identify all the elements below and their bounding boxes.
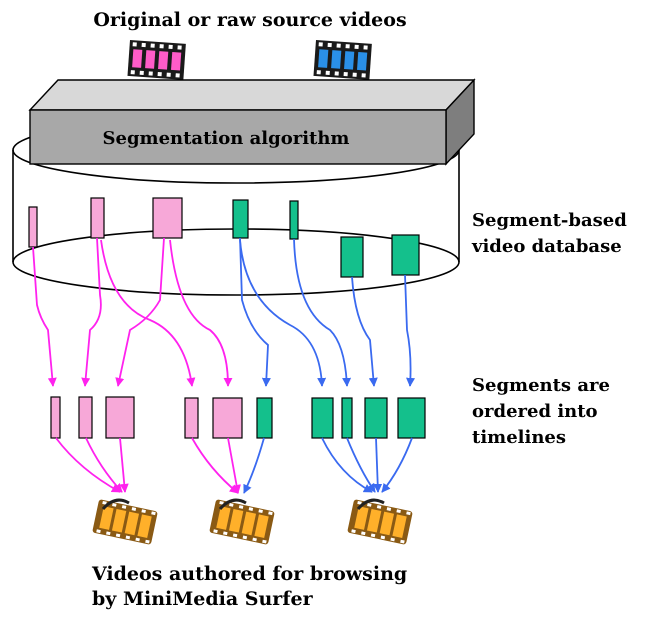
- timeline-label-line1: Segments are: [472, 375, 610, 396]
- bottom-label-line2: by MiniMedia Surfer: [92, 588, 314, 610]
- database-label-line1: Segment-based: [472, 210, 627, 231]
- timeline-segment-pink: [184, 397, 199, 439]
- timeline-segment-green: [397, 397, 426, 439]
- timeline-label-line2: ordered into: [472, 401, 598, 422]
- magenta-arrows-to-videos: [55, 437, 241, 494]
- timeline-segment-green: [364, 397, 388, 439]
- timeline-segment-pink: [50, 396, 61, 439]
- magenta-arrows-to-timeline: [32, 237, 233, 387]
- timeline-segment-pink: [105, 396, 135, 439]
- db-segment-green: [289, 200, 299, 240]
- timeline-segments: [50, 396, 426, 439]
- film-strip-pink-icon: [127, 40, 186, 80]
- database-segments: [28, 197, 420, 278]
- db-segment-green: [340, 236, 364, 278]
- db-segment-pink: [152, 197, 183, 239]
- timeline-label-line3: timelines: [472, 427, 566, 448]
- db-segment-green: [232, 199, 249, 239]
- blue-arrows-to-timeline: [239, 237, 416, 387]
- top-label: Original or raw source videos: [93, 9, 406, 31]
- blue-arrows-to-videos: [243, 437, 413, 494]
- film-strip-blue-icon: [313, 40, 372, 80]
- timeline-segment-green: [341, 397, 353, 439]
- timeline-segment-green: [256, 397, 273, 439]
- segmentation-algorithm-box: [28, 78, 476, 166]
- timeline-segment-green: [311, 397, 334, 439]
- db-segment-pink: [90, 197, 105, 239]
- database-label-line2: video database: [471, 236, 622, 257]
- timeline-segment-pink: [212, 397, 243, 439]
- bottom-label-line1: Videos authored for browsing: [91, 563, 407, 585]
- algorithm-label: Segmentation algorithm: [103, 128, 350, 149]
- db-segment-pink: [28, 206, 38, 248]
- film-reel-icon: [209, 498, 275, 545]
- db-segment-green: [391, 234, 420, 276]
- film-reel-icon: [347, 498, 413, 545]
- timeline-segment-pink: [78, 396, 93, 439]
- film-reel-icon: [92, 498, 158, 545]
